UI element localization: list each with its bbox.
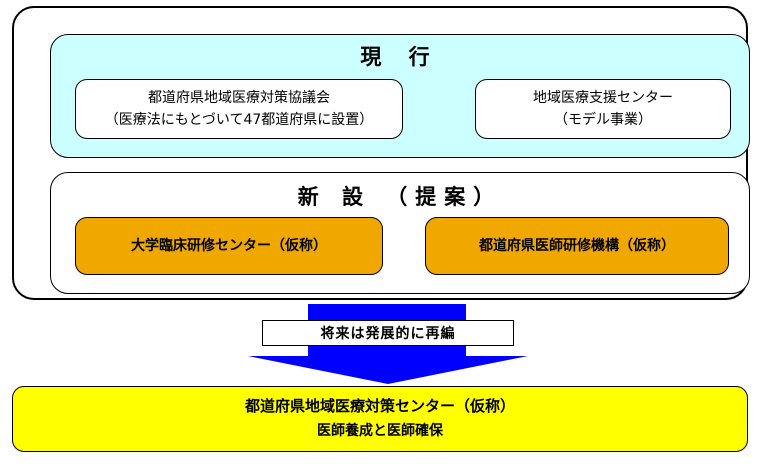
down-arrow-head [248,356,528,384]
arrow-label: 将来は発展的に再編 [262,320,514,346]
prefectural-council-name: 都道府県地域医療対策協議会 [148,90,330,106]
prefectural-council-note: （医療法にもとづいて47都道府県に設置） [104,112,374,128]
prefectural-training-org-name: 都道府県医師研修機構（仮称） [479,238,675,254]
support-center-box: 地域医療支援センター （モデル事業） [475,79,731,139]
university-training-center-name: 大学臨床研修センター（仮称） [131,238,327,254]
current-panel: 現 行 都道府県地域医療対策協議会 （医療法にもとづいて47都道府県に設置） 地… [50,34,750,158]
outer-frame: 現 行 都道府県地域医療対策協議会 （医療法にもとづいて47都道府県に設置） 地… [12,6,750,300]
current-title: 現 行 [360,45,440,69]
result-subtitle: 医師養成と医師確保 [317,423,443,439]
result-title: 都道府県地域医療対策センター（仮称） [244,397,515,415]
university-training-center-box: 大学臨床研修センター（仮称） [75,217,383,275]
prefectural-training-org-box: 都道府県医師研修機構（仮称） [425,217,729,275]
result-box: 都道府県地域医療対策センター（仮称） 医師養成と医師確保 [12,386,748,452]
proposed-title: 新 設 （提案） [297,185,503,209]
prefectural-council-box: 都道府県地域医療対策協議会 （医療法にもとづいて47都道府県に設置） [75,79,403,139]
proposed-panel: 新 設 （提案） 大学臨床研修センター（仮称） 都道府県医師研修機構（仮称） [50,172,750,294]
support-center-note: （モデル事業） [554,112,652,128]
support-center-name: 地域医療支援センター [533,90,673,106]
